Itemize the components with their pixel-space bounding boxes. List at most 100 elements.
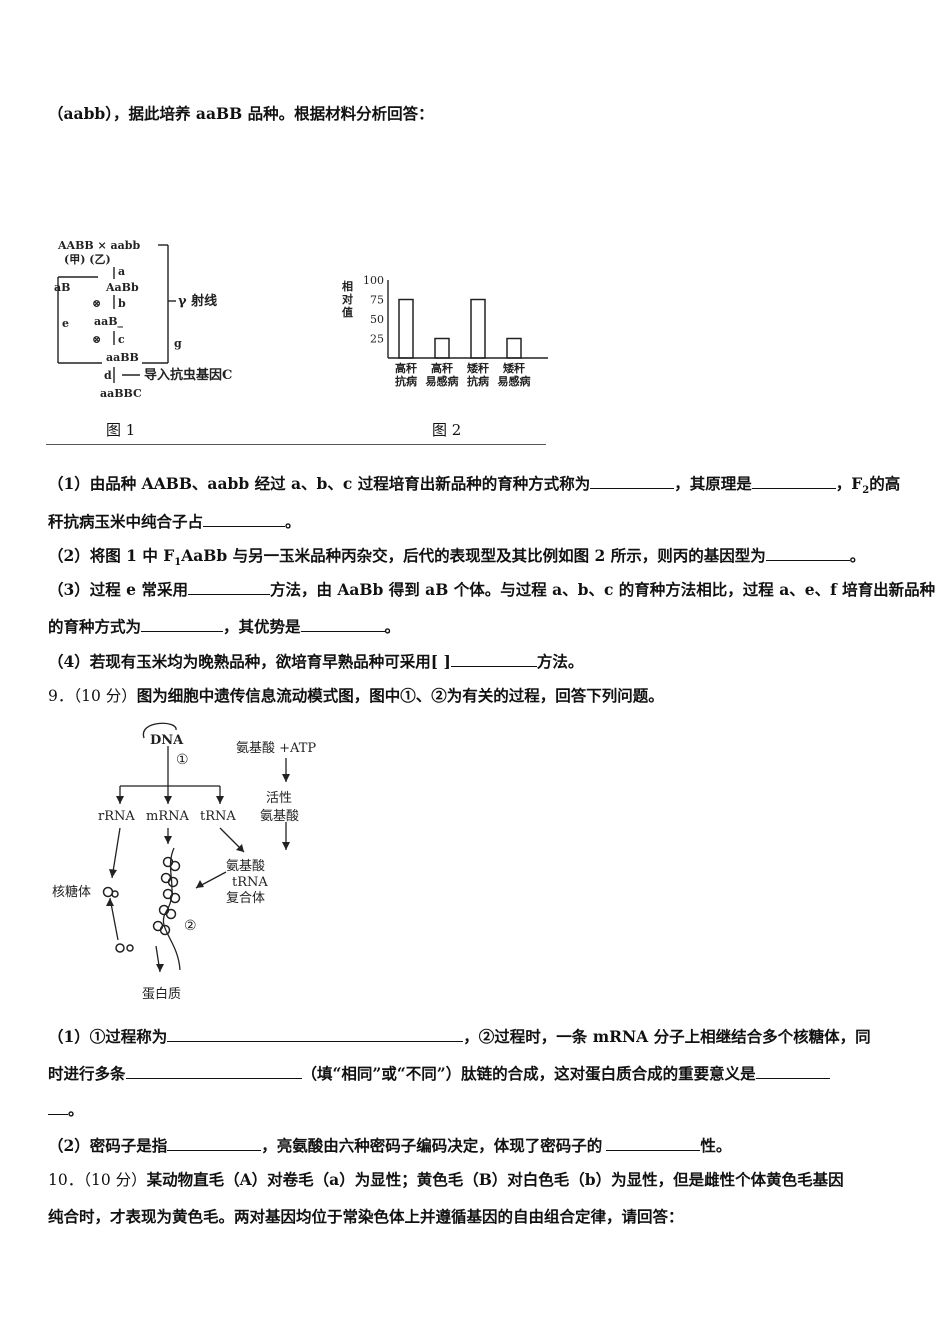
p9q1-line2: 时进行多条 （填“相同”或“不同”）肽链的合成，这对蛋白质合成的重要意义是 — [48, 1062, 910, 1084]
fig3-active-1: 活性 — [266, 791, 292, 806]
p9q1-line3: 。 — [48, 1098, 910, 1120]
p9q1-text-d: （填“相同”或“不同”）肽链的合成，这对蛋白质合成的重要意义是 — [301, 1064, 756, 1083]
fig2-caption: 图 2 — [432, 421, 462, 439]
fig1-b-circle: ⊗ — [92, 297, 101, 310]
q1-text-b: ，其原理是 — [674, 474, 752, 493]
fig3-mrna: mRNA — [146, 809, 189, 824]
p9q1-text-e: 。 — [68, 1100, 84, 1119]
q1-line1: （1）由品种 AABB、aabb 经过 a、b、c 过程培育出新品种的育种方式称… — [48, 472, 910, 496]
q3-text-c: 的育种方式为 — [48, 617, 142, 636]
q3-text-e: 。 — [384, 617, 401, 636]
q2-text-b: AaBb 与另一玉米品种丙杂交，后代的表现型及其比例如图 2 所示，则丙的基因型… — [181, 546, 766, 565]
p9-text: 图为细胞中遗传信息流动模式图，图中①、②为有关的过程，回答下列问题。 — [136, 686, 664, 705]
q2-line: （2）将图 1 中 F1AaBb 与另一玉米品种丙杂交，后代的表现型及其比例如图… — [48, 544, 910, 568]
q4-blank[interactable] — [450, 652, 537, 667]
fig3-circle-1: ① — [176, 752, 189, 768]
q1-blank-1[interactable] — [590, 474, 675, 489]
q1-blank-2[interactable] — [751, 474, 836, 489]
p9q1-blank-2[interactable] — [125, 1064, 302, 1079]
fig1-parents: (甲) (乙) — [64, 253, 111, 266]
q2-text-a: （2）将图 1 中 F — [48, 546, 175, 565]
q3-blank-2[interactable] — [141, 617, 224, 632]
fig3-ribosome: 核糖体 — [52, 884, 91, 900]
p9q2-text-b: ，亮氨酸由六种密码子编码决定，体现了密码子的 — [261, 1136, 603, 1155]
q3-line2: 的育种方式为 ，其优势是 。 — [48, 615, 910, 637]
p10-line2: 纯合时，才表现为黄色毛。两对基因均位于常染色体上并遵循基因的自由组合定律，请回答… — [48, 1205, 910, 1227]
p9q2-text-c: 性。 — [700, 1136, 732, 1155]
fig3-dna: DNA — [150, 733, 184, 748]
fig1-caption: 图 1 — [106, 421, 136, 439]
chart-ylabel-char: 值 — [342, 305, 353, 319]
fig1-aab: aaB_ — [94, 315, 124, 329]
p9q1-text-b: ，②过程时，一条 mRNA 分子上相继结合多个核糖体，同 — [463, 1027, 871, 1046]
q4-line: （4）若现有玉米均为晚熟品种，欲培育早熟品种可采用[ ] 方法。 — [48, 650, 910, 672]
fig1-cross: AABB × aabb — [57, 239, 140, 252]
q3-text-b: 方法，由 AaBb 得到 aB 个体。与过程 a、b、c 的育种方法相比，过程 … — [269, 580, 936, 599]
chart-category-label: 抗病 — [467, 374, 489, 388]
p9q1-blank-3[interactable] — [755, 1064, 830, 1079]
fig1-aabb: AaBb — [105, 281, 139, 294]
q3-blank-1[interactable] — [187, 580, 270, 595]
p9q2-text-a: （2）密码子是指 — [48, 1136, 168, 1155]
q3-blank-3[interactable] — [300, 617, 385, 632]
p9q1-text-a: （1）①过程称为 — [48, 1027, 168, 1046]
q1-text-a: （1）由品种 AABB、aabb 经过 a、b、c 过程培育出新品种的育种方式称… — [48, 474, 591, 493]
q3-text-a: （3）过程 e 常采用 — [48, 580, 188, 599]
chart-category-label: 高秆 — [431, 361, 453, 375]
chart-category-label: 易感病 — [498, 374, 531, 388]
fig3-trna: tRNA — [200, 809, 236, 824]
p10-text-2: 纯合时，才表现为黄色毛。两对基因均位于常染色体上并遵循基因的自由组合定律，请回答… — [48, 1207, 684, 1226]
p9q1-text-c: 时进行多条 — [48, 1064, 126, 1083]
fig1-g: g — [174, 337, 182, 350]
p9-number: 9．（10 分） — [48, 687, 137, 705]
fig3-rrna: rRNA — [98, 809, 135, 824]
fig3-active-2: 氨基酸 — [260, 809, 299, 824]
fig1-aabb2: aaBB — [106, 351, 139, 364]
intro-text: （aabb），据此培养 aaBB 品种。根据材料分析回答： — [48, 102, 910, 124]
q2-sub: 1 — [174, 557, 182, 569]
chart-category-label: 高秆 — [395, 361, 417, 375]
figure-1-diagram: AABB × aabb (甲) (乙) a AaBb aB e ⊗ b aaB_… — [54, 239, 232, 400]
chart-ytick-label: 75 — [370, 294, 384, 307]
p9q2-blank-2[interactable] — [606, 1136, 701, 1151]
fig1-b: b — [118, 297, 126, 310]
figure-rule — [46, 444, 546, 445]
fig3-protein: 蛋白质 — [142, 986, 181, 1002]
chart-bar — [434, 337, 450, 359]
fig1-ab-left: aB — [54, 281, 70, 294]
q1-text-e: 秆抗病玉米中纯合子占 — [48, 512, 204, 531]
fig1-gene: 导入抗虫基因C — [144, 367, 232, 383]
figure-3: DNA ① 氨基酸 +ATP rRNA mRNA tRNA 活性 氨基酸 核糖体… — [48, 720, 348, 1005]
chart-category-label: 矮秆 — [467, 361, 489, 375]
q1-blank-3[interactable] — [203, 512, 286, 527]
q1-text-c: ，F — [835, 474, 863, 493]
p9q1-blank-1[interactable] — [167, 1027, 464, 1042]
chart-ytick-label: 100 — [363, 274, 384, 287]
p9-heading: 9．（10 分）图为细胞中遗传信息流动模式图，图中①、②为有关的过程，回答下列问… — [48, 684, 910, 706]
fig3-aa-atp: 氨基酸 +ATP — [236, 741, 316, 756]
q2-text-c: 。 — [849, 546, 866, 565]
intro-content: （aabb），据此培养 aaBB 品种。根据材料分析回答： — [48, 104, 434, 123]
fig3-complex-3: 复合体 — [226, 891, 265, 906]
fig1-c-circle: ⊗ — [92, 333, 101, 346]
q1-line2: 秆抗病玉米中纯合子占。 — [48, 510, 910, 532]
chart-category-label: 易感病 — [426, 374, 459, 388]
chart-category-label: 抗病 — [395, 374, 417, 388]
chart-ylabel: 相对值 — [342, 279, 353, 319]
p9q2-blank-1[interactable] — [167, 1136, 262, 1151]
chart-ytick-label: 50 — [370, 313, 384, 326]
p9q1-blank-4[interactable] — [48, 1100, 68, 1115]
figure-3-diagram: DNA ① 氨基酸 +ATP rRNA mRNA tRNA 活性 氨基酸 核糖体… — [52, 722, 316, 1002]
q1-sub: 2 — [862, 485, 870, 497]
fig3-complex-1: 氨基酸 — [226, 859, 265, 874]
q4-text-b: 方法。 — [536, 652, 584, 671]
figure-1: AABB × aabb (甲) (乙) a AaBb aB e ⊗ b aaB_… — [50, 235, 300, 410]
q1-text-d: 的高 — [869, 474, 901, 493]
q2-blank[interactable] — [765, 546, 850, 561]
q3-text-d: ，其优势是 — [223, 617, 301, 636]
q4-text-a: （4）若现有玉米均为晚熟品种，欲培育早熟品种可采用[ ] — [48, 652, 451, 671]
p10-number: 10．（10 分） — [48, 1171, 147, 1189]
p10-text-1: 某动物直毛（A）对卷毛（a）为显性；黄色毛（B）对白色毛（b）为显性，但是雌性个… — [146, 1170, 844, 1189]
